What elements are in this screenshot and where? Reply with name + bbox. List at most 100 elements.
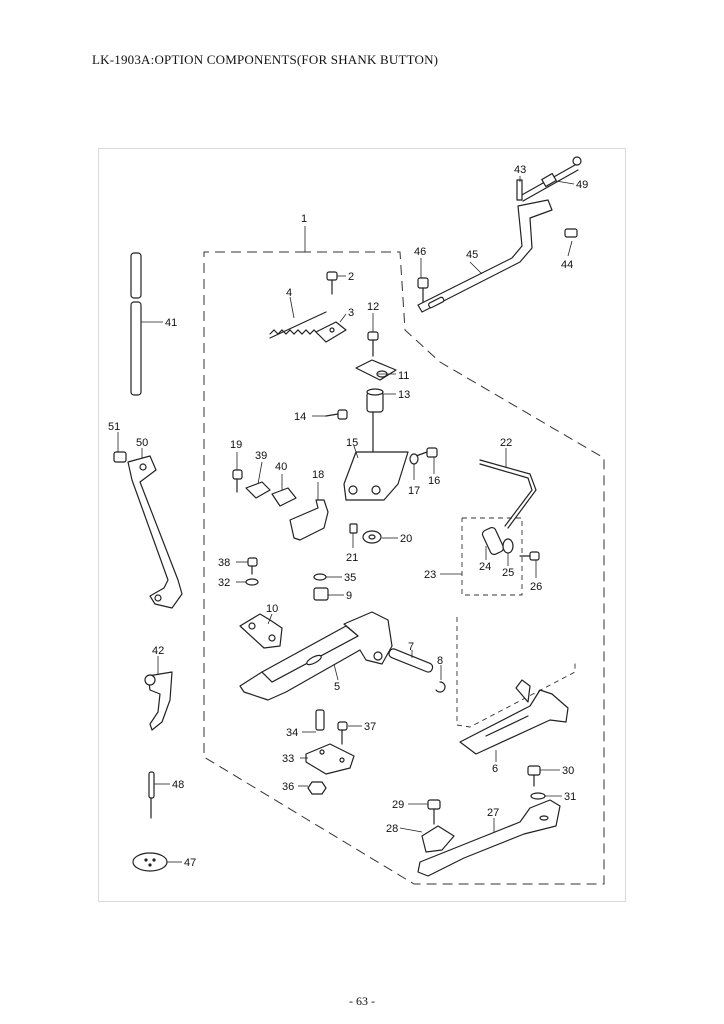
callout-29: 29 [392, 799, 404, 811]
part-35-screw [313, 573, 342, 581]
callout-49: 49 [576, 179, 588, 191]
part-24-pin [481, 526, 505, 560]
callout-22: 22 [500, 437, 512, 449]
callout-2: 2 [348, 271, 354, 283]
part-30-screw [527, 765, 560, 787]
callout-38: 38 [218, 557, 230, 569]
callout-48: 48 [172, 779, 184, 791]
callout-39: 39 [255, 450, 267, 462]
callout-32: 32 [218, 577, 230, 589]
part-8-clip [435, 665, 446, 693]
part-25-collar [502, 538, 514, 566]
callout-7: 7 [408, 641, 414, 653]
part-5-base-plate [239, 611, 393, 701]
part-15-bracket [343, 445, 409, 501]
callout-40: 40 [275, 461, 287, 473]
part-37-screw [337, 721, 362, 745]
callout-4: 4 [286, 287, 292, 299]
callout-5: 5 [334, 681, 340, 693]
part-10-bracket [239, 613, 283, 649]
callout-11: 11 [398, 370, 409, 382]
callout-35: 35 [344, 572, 356, 584]
group-23-outline [461, 517, 523, 596]
part-39-clip [245, 461, 271, 499]
page-title: LK-1903A:OPTION COMPONENTS(FOR SHANK BUT… [92, 52, 439, 67]
callout-47: 47 [184, 857, 196, 869]
callout-50: 50 [136, 437, 148, 449]
callout-24: 24 [479, 561, 491, 573]
callout-15: 15 [346, 437, 358, 449]
part-2-screw [326, 271, 346, 295]
part-33-plate [300, 743, 355, 775]
part-29-screw [408, 799, 441, 825]
part-31-washer [530, 792, 562, 800]
part-22-rod [479, 448, 537, 529]
callout-25: 25 [502, 567, 514, 579]
part-47-disc [132, 852, 182, 872]
callout-42: 42 [152, 645, 164, 657]
part-26-screw [519, 551, 540, 578]
callout-34: 34 [286, 727, 298, 739]
callout-18: 18 [312, 469, 324, 481]
callout-41: 41 [165, 317, 177, 329]
part-11-link [355, 359, 397, 381]
callout-36: 36 [282, 781, 294, 793]
part-48-needle [148, 771, 170, 819]
page-number: - 63 - [349, 994, 375, 1008]
callout-9: 9 [346, 590, 352, 602]
callout-13: 13 [398, 389, 410, 401]
part-13-collar [366, 388, 396, 413]
callout-30: 30 [562, 765, 574, 777]
part-32-washer [236, 578, 259, 586]
callout-19: 19 [230, 439, 242, 451]
part-40-clip [271, 474, 297, 507]
group-1-outline [203, 251, 605, 885]
callout-44: 44 [561, 259, 573, 271]
part-27-lever [417, 799, 561, 877]
callout-10: 10 [266, 603, 278, 615]
part-14-screw [312, 409, 348, 420]
callout-23: 23 [424, 569, 436, 581]
callout-43: 43 [514, 164, 526, 176]
part-38-screw [236, 557, 258, 575]
diagram-frame [98, 148, 626, 902]
callout-6: 6 [492, 763, 498, 775]
part-20-collar [362, 530, 398, 544]
callout-20: 20 [400, 533, 412, 545]
callout-31: 31 [564, 791, 576, 803]
group-6-outline [456, 617, 576, 728]
callout-14: 14 [294, 411, 306, 423]
callout-27: 27 [487, 807, 499, 819]
callout-1: 1 [301, 213, 307, 225]
part-18-bracket [289, 482, 329, 541]
part-17-washer [409, 453, 419, 480]
part-50-arm [113, 432, 183, 609]
part-34-stud [302, 709, 325, 733]
callout-17: 17 [408, 485, 420, 497]
callout-33: 33 [282, 753, 294, 765]
callout-21: 21 [346, 552, 358, 564]
part-19-screw [232, 452, 243, 493]
part-16-screw [415, 447, 438, 474]
part-3-plate [315, 313, 347, 343]
callout-51: 51 [108, 421, 120, 433]
part-12-screw [367, 313, 379, 357]
part-7-pin [388, 648, 434, 673]
callout-26: 26 [530, 581, 542, 593]
part-45-link-rod [417, 156, 582, 313]
callout-45: 45 [466, 249, 478, 261]
part-6-rail [459, 679, 569, 762]
callout-16: 16 [428, 475, 440, 487]
callout-46: 46 [414, 246, 426, 258]
callout-28: 28 [386, 823, 398, 835]
part-21-screw [349, 523, 358, 548]
callout-8: 8 [437, 655, 443, 667]
part-9-block [313, 587, 344, 601]
callout-12: 12 [367, 301, 379, 313]
part-42-lever [144, 656, 173, 731]
callout-3: 3 [348, 307, 354, 319]
part-36-nut [298, 781, 327, 795]
part-4-spring [269, 296, 327, 339]
part-28-plate [399, 825, 455, 853]
